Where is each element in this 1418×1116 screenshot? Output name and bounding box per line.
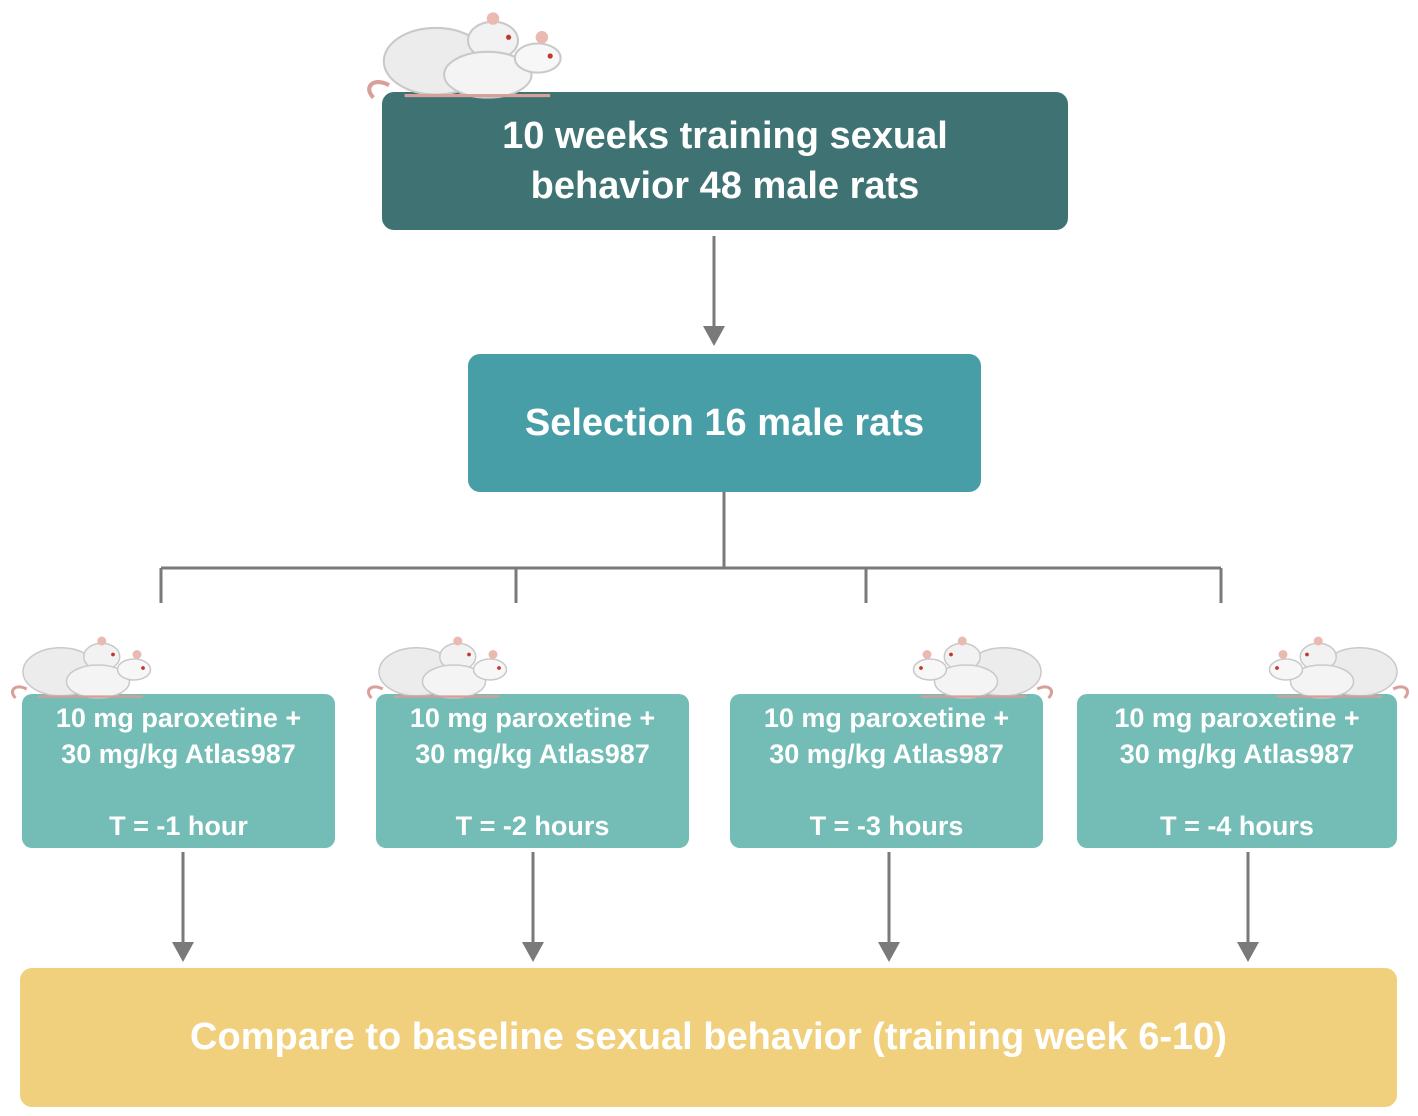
treatment-line-1: 10 mg paroxetine + [763,703,1010,733]
treatment-line-2: 30 mg/kg Atlas987 [1119,739,1355,769]
treatment-time: T = -1 hour [109,811,248,841]
treatment-box-2: 10 mg paroxetine + 30 mg/kg Atlas987 T =… [376,694,689,848]
training-line-1: 10 weeks training sexual [502,115,948,157]
compare-label: Compare to baseline sexual behavior (tra… [190,1016,1227,1058]
rat-pair-icon [1268,636,1409,700]
arrowhead-treat-4 [1237,942,1259,962]
treatment-line-1: 10 mg paroxetine + [55,703,302,733]
rat-pair-icon [912,636,1053,700]
treatment-box-4: 10 mg paroxetine + 30 mg/kg Atlas987 T =… [1077,694,1397,848]
arrowhead-treat-2 [522,942,544,962]
treatment-box-1: 10 mg paroxetine + 30 mg/kg Atlas987 T =… [22,694,335,848]
treatment-time: T = -4 hours [1160,811,1314,841]
training-line-2: behavior 48 male rats [530,165,920,207]
rat-pair-icon [11,636,152,700]
treatment-line-1: 10 mg paroxetine + [409,703,656,733]
arrowhead-selection [703,326,725,346]
rat-pair-icon [367,12,562,100]
selection-label: Selection 16 male rats [524,401,925,444]
treatment-line-2: 30 mg/kg Atlas987 [415,739,650,769]
treatment-line-1: 10 mg paroxetine + [1114,703,1360,733]
arrowhead-treat-3 [878,942,900,962]
treatment-box-3: 10 mg paroxetine + 30 mg/kg Atlas987 T =… [730,694,1043,848]
treatment-time: T = -3 hours [809,811,964,841]
compare-box: Compare to baseline sexual behavior (tra… [20,968,1397,1107]
treatment-time: T = -2 hours [455,811,610,841]
training-box: 10 weeks training sexual behavior 48 mal… [382,92,1068,230]
treatment-line-2: 30 mg/kg Atlas987 [769,739,1004,769]
arrowhead-treat-1 [172,942,194,962]
treatment-line-2: 30 mg/kg Atlas987 [61,739,296,769]
rat-pair-icon [367,636,508,700]
selection-box: Selection 16 male rats [468,354,981,492]
